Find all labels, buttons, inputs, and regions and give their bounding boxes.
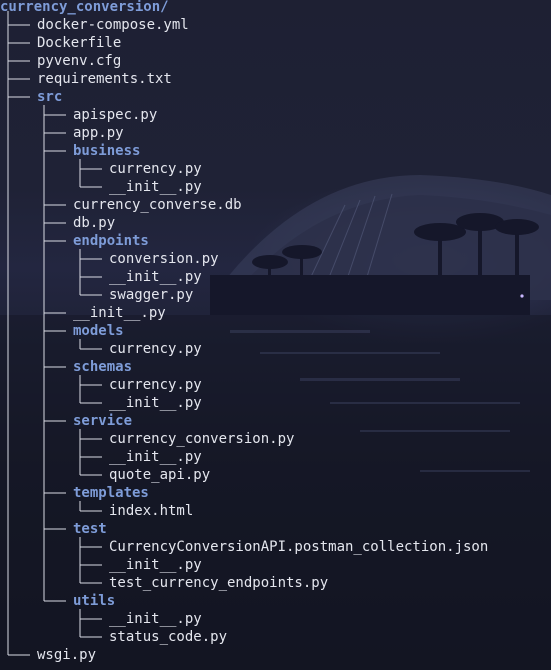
tree-file-item[interactable]: swagger.py xyxy=(109,287,194,303)
tree-file-item[interactable]: wsgi.py xyxy=(37,647,97,663)
tree-directory-service[interactable]: service xyxy=(73,413,133,429)
tree-file-item[interactable]: __init__.py xyxy=(109,179,202,195)
tree-file-item[interactable]: CurrencyConversionAPI.postman_collection… xyxy=(109,539,489,555)
root-directory[interactable]: currency_conversion/ xyxy=(0,0,169,15)
tree-file-item[interactable]: index.html xyxy=(109,503,194,519)
tree-file-item[interactable]: currency.py xyxy=(109,377,202,393)
tree-file-item[interactable]: status_code.py xyxy=(109,629,228,645)
tree-file-item[interactable]: __init__.py xyxy=(109,611,202,627)
tree-file-item[interactable]: __init__.py xyxy=(109,269,202,285)
tree-file-item[interactable]: currency_conversion.py xyxy=(109,431,295,447)
tree-file-item[interactable]: __init__.py xyxy=(109,449,202,465)
tree-file-item[interactable]: pyvenv.cfg xyxy=(37,53,122,69)
tree-file-item[interactable]: test_currency_endpoints.py xyxy=(109,575,329,591)
tree-file-item[interactable]: currency_converse.db xyxy=(73,197,242,213)
tree-directory-models[interactable]: models xyxy=(73,323,124,339)
tree-directory-templates[interactable]: templates xyxy=(73,485,149,501)
tree-directory-schemas[interactable]: schemas xyxy=(73,359,133,375)
tree-directory-business[interactable]: business xyxy=(73,143,141,159)
tree-file-item[interactable]: __init__.py xyxy=(109,395,202,411)
tree-file-item[interactable]: Dockerfile xyxy=(37,35,122,51)
tree-directory-test[interactable]: test xyxy=(73,521,107,537)
tree-file-item[interactable]: conversion.py xyxy=(109,251,219,267)
tree-file-item[interactable]: __init__.py xyxy=(109,557,202,573)
tree-file-item[interactable]: db.py xyxy=(73,215,116,231)
tree-file-item[interactable]: app.py xyxy=(73,125,124,141)
tree-file-item[interactable]: quote_api.py xyxy=(109,467,211,483)
tree-file-item[interactable]: apispec.py xyxy=(73,107,158,123)
tree-file-item[interactable]: __init__.py xyxy=(73,305,166,321)
tree-directory-utils[interactable]: utils xyxy=(73,593,116,609)
tree-file-item[interactable]: requirements.txt xyxy=(37,71,172,87)
tree-file-item[interactable]: docker-compose.yml xyxy=(37,17,189,33)
tree-directory-endpoints[interactable]: endpoints xyxy=(73,233,149,249)
tree-directory-src[interactable]: src xyxy=(37,89,63,105)
tree-file-item[interactable]: currency.py xyxy=(109,341,202,357)
tree-file-item[interactable]: currency.py xyxy=(109,161,202,177)
